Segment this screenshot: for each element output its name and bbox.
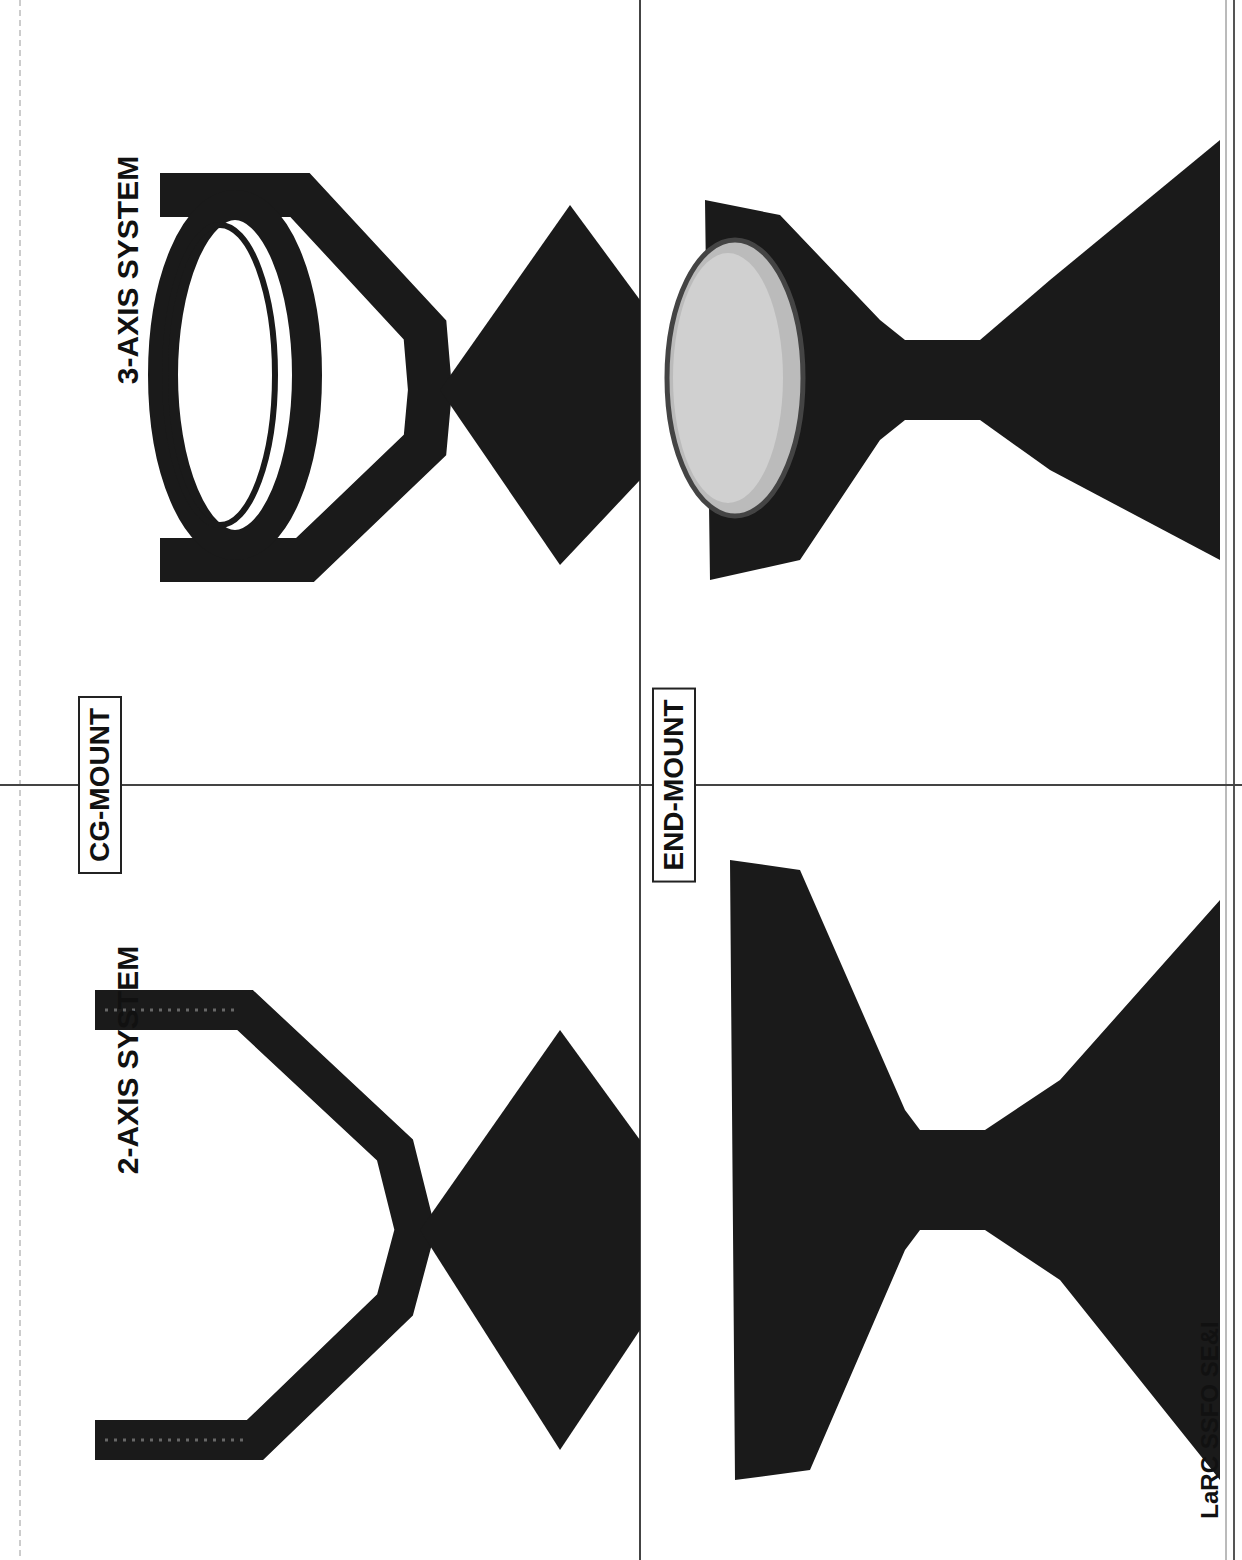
base [440,205,640,565]
stem [918,1130,988,1230]
stem [903,340,983,420]
system-heading: 3-AXIS SYSTEM [111,156,145,384]
mirror-disk [667,240,803,516]
two-axis-cg-mount [95,1010,640,1450]
page-border [1233,0,1235,1560]
mount-plate [730,860,920,1480]
system-heading: 2-AXIS SYSTEM [111,946,145,1174]
mirror-disk-face [673,253,783,503]
yoke [160,195,430,560]
row-label: END-MOUNT [658,699,689,870]
gimbal-ring [163,205,307,545]
three-axis-cg-mount [160,195,640,565]
page-border [20,0,21,1560]
row-label: CG-MOUNT [84,708,115,862]
gimbal-ring-inner [165,225,275,525]
two-axis-end-mount [730,860,1220,1480]
base [980,140,1220,560]
row-label-box: END-MOUNT [652,687,696,882]
three-axis-end-mount [667,140,1220,580]
page-border [1226,0,1227,1560]
credit-note: LaRC SSFO SE&I [1196,1321,1224,1518]
divider-line [0,784,1242,786]
base [420,1030,640,1450]
row-label-box: CG-MOUNT [78,696,122,874]
base [985,900,1220,1480]
